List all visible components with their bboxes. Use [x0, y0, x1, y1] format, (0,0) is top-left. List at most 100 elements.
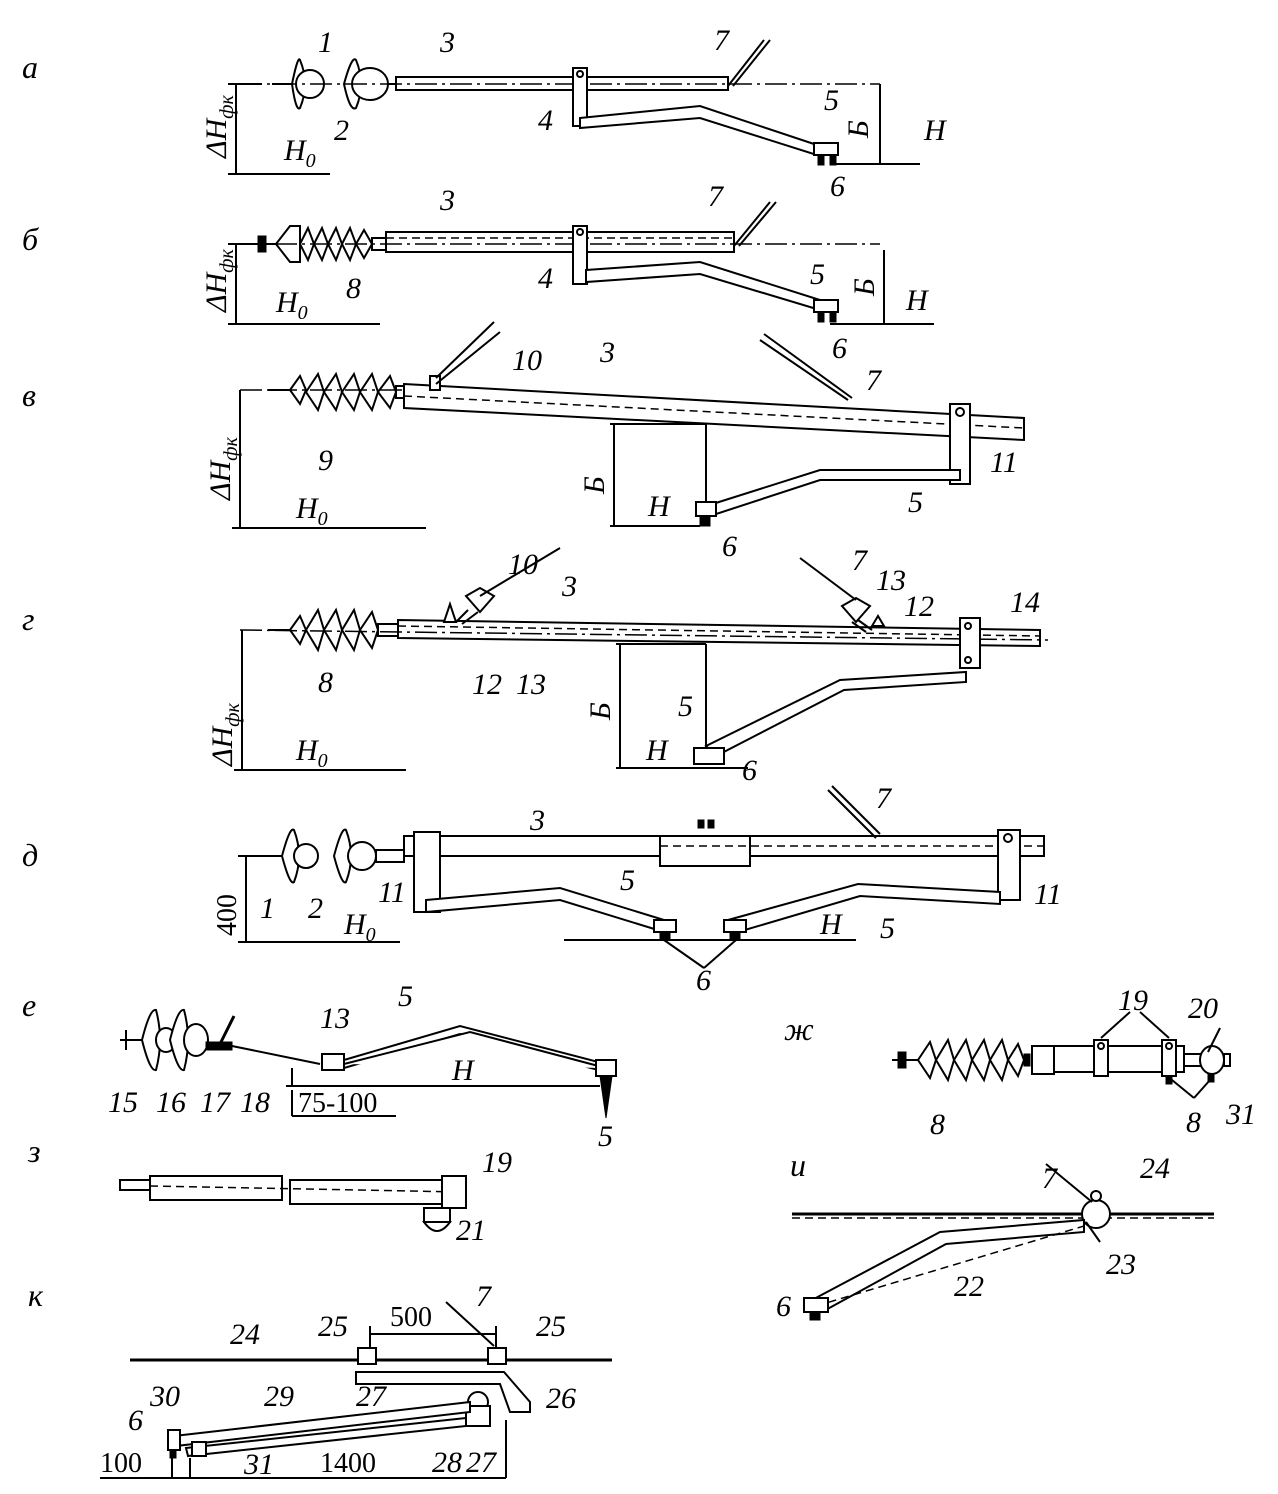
rod-3: [385, 231, 735, 253]
label-d-6: 6: [696, 964, 711, 997]
label-b-8: 8: [346, 272, 361, 305]
panel-i: и 7 24 23 22 6: [776, 1147, 1214, 1323]
dim-e-75-100: 75-100: [298, 1088, 377, 1119]
label-z-21: 21: [456, 1214, 486, 1247]
section-letter-zh: ж: [784, 1011, 814, 1047]
insulator-string-9: [288, 371, 405, 413]
section-letter-b: б: [22, 221, 39, 257]
label-k-25a: 25: [318, 1310, 348, 1343]
section-letter-z: з: [27, 1133, 40, 1169]
section-letter-e: е: [22, 987, 36, 1023]
label-k-24: 24: [230, 1318, 260, 1351]
label-k-29: 29: [264, 1380, 294, 1413]
dim-k-100: 100: [100, 1448, 142, 1479]
clamp-11: [949, 403, 971, 485]
label-zh-8a: 8: [930, 1108, 945, 1141]
label-a-6: 6: [830, 170, 845, 203]
rod-3: [403, 382, 1025, 442]
label-d-3: 3: [529, 804, 545, 837]
clamp-13: [321, 1053, 345, 1071]
label-i-24: 24: [1140, 1152, 1170, 1185]
label-e-16: 16: [156, 1086, 186, 1119]
dim-a-h0: H0: [283, 134, 316, 172]
dim-e-h: H: [451, 1054, 476, 1087]
insulator-string-8: [288, 607, 399, 653]
dim-a-b: Б: [842, 120, 875, 139]
panel-a: а 1 2 3 4 5 6 7 ΔHфк H0 Б: [22, 24, 948, 203]
label-g-14: 14: [1010, 586, 1040, 619]
label-d-11b: 11: [1034, 878, 1062, 911]
label-k-25b: 25: [536, 1310, 566, 1343]
section-letter-v: в: [22, 377, 36, 413]
label-g-6: 6: [742, 754, 757, 787]
dim-g-h: H: [645, 734, 670, 767]
clamp-19: [1161, 1039, 1177, 1077]
label-e-17: 17: [200, 1086, 232, 1119]
end-30: [167, 1429, 181, 1451]
panel-v: в 3 5 6 7 9 10: [22, 321, 1025, 563]
dim-v-h0: H0: [295, 492, 328, 530]
label-v-9: 9: [318, 444, 333, 477]
label-d-5b: 5: [880, 912, 895, 945]
dim-b-b: Б: [848, 278, 881, 297]
label-zh-31: 31: [1225, 1098, 1256, 1131]
clamp-19: [441, 1175, 467, 1209]
dim-a-dhfk: ΔHфк: [200, 95, 238, 159]
insulator-string-8: [916, 1037, 1031, 1083]
dim-b-dhfk: ΔHфк: [200, 249, 238, 313]
label-zh-19: 19: [1118, 984, 1148, 1017]
label-v-11: 11: [990, 446, 1018, 479]
label-k-30: 30: [149, 1380, 180, 1413]
label-d-7: 7: [876, 782, 893, 815]
dim-g-b: Б: [584, 702, 617, 721]
label-v-10: 10: [512, 344, 542, 377]
label-d-2: 2: [308, 892, 323, 925]
hinge-28: [465, 1405, 491, 1427]
dim-d-h: H: [819, 908, 844, 941]
label-zh-20: 20: [1188, 992, 1218, 1025]
dim-g-h0: H0: [295, 734, 328, 772]
panel-e: е 5 5 13 15 16 17 18 75-100 H: [22, 980, 617, 1153]
bracket-26: [355, 1371, 531, 1413]
label-g-3: 3: [561, 570, 577, 603]
section-letter-d: д: [22, 837, 38, 873]
label-v-3: 3: [599, 336, 615, 369]
dim-d-h0: H0: [343, 908, 376, 946]
clamp-13: [464, 586, 496, 614]
label-k-7: 7: [476, 1280, 493, 1313]
label-b-4: 4: [538, 262, 553, 295]
label-g-13b: 13: [876, 564, 906, 597]
section-letter-a: а: [22, 49, 38, 85]
section-letter-k: к: [28, 1277, 44, 1313]
dim-b-h0: H0: [275, 286, 308, 324]
label-i-23: 23: [1106, 1248, 1136, 1281]
skid-5: [579, 104, 821, 158]
label-k-6: 6: [128, 1404, 143, 1437]
panel-b: б 3 4 5 6 7 8 ΔHфк: [22, 180, 934, 365]
dim-g-dhfk: ΔHфк: [206, 703, 244, 767]
label-d-5a: 5: [620, 864, 635, 897]
label-v-6: 6: [722, 530, 737, 563]
dim-d-400: 400: [212, 894, 243, 936]
panel-zh: ж 8 8 19 20 31: [784, 984, 1256, 1141]
dim-a-h: H: [923, 114, 948, 147]
label-i-22: 22: [954, 1270, 984, 1303]
dim-v-h: H: [647, 490, 672, 523]
label-e-5b: 5: [598, 1120, 613, 1153]
dim-k-1400: 1400: [320, 1448, 376, 1479]
skid-5: [726, 882, 1001, 934]
label-g-13a: 13: [516, 668, 546, 701]
part-31: [1199, 1045, 1225, 1075]
label-a-7: 7: [714, 24, 731, 57]
clamp-19: [1093, 1039, 1109, 1077]
clamp-13: [840, 596, 872, 624]
label-zh-8b: 8: [1186, 1106, 1201, 1139]
label-k-26: 26: [546, 1382, 576, 1415]
label-g-12b: 12: [904, 590, 934, 623]
label-a-5: 5: [824, 84, 839, 117]
clamp-25a: [357, 1347, 377, 1365]
label-v-7: 7: [866, 364, 883, 397]
label-e-18: 18: [240, 1086, 270, 1119]
panel-k: к 24 25 25 7 500 26 27 29 30 6 28 27 31 …: [28, 1277, 612, 1481]
skid-5: [704, 670, 967, 758]
